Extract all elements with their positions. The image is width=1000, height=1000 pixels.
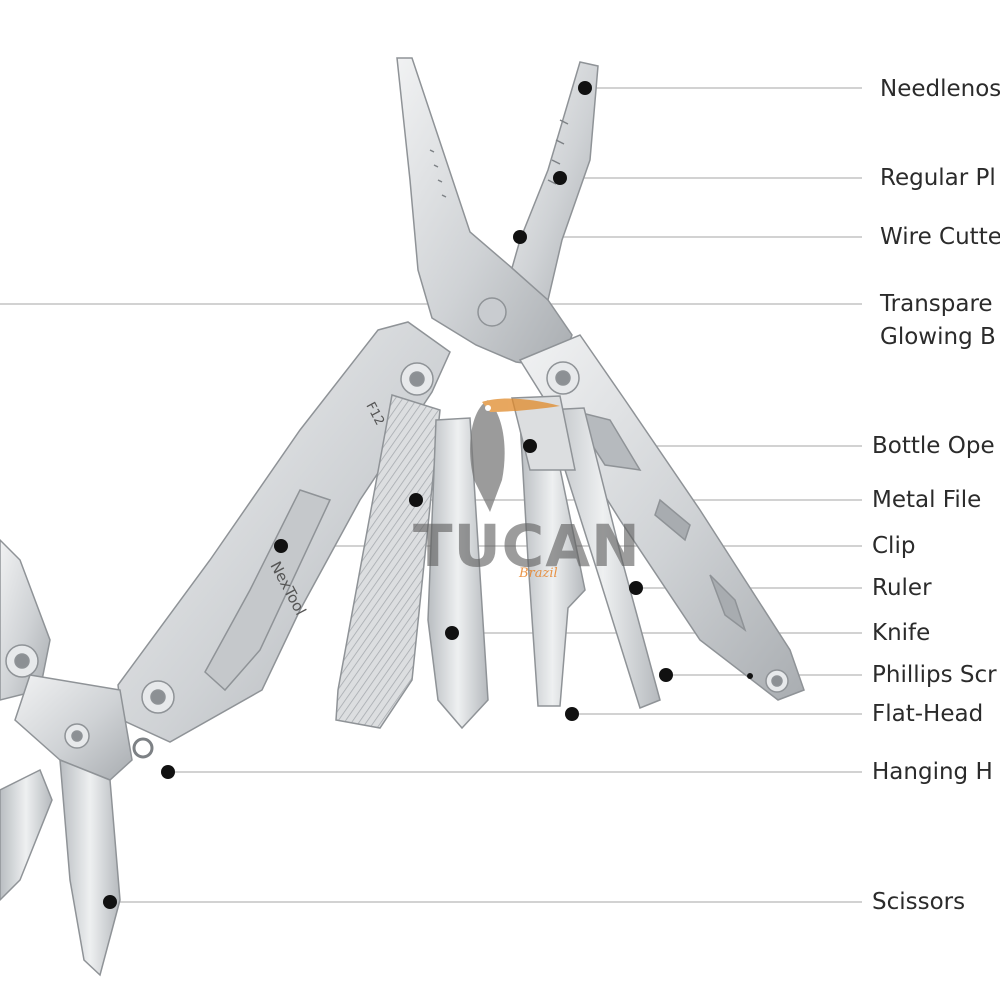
knife-blade bbox=[427, 417, 489, 730]
label-scissors: Scissors bbox=[872, 889, 966, 915]
label-transparent: Transpare bbox=[880, 291, 993, 317]
label-flat-head: Flat-Head bbox=[872, 701, 984, 727]
pliers-jaws bbox=[396, 57, 599, 369]
label-regular-pliers: Regular Pl bbox=[880, 165, 996, 191]
left-handle bbox=[117, 321, 451, 743]
label-knife: Knife bbox=[872, 620, 931, 646]
phillips-blade bbox=[544, 407, 661, 709]
label-clip: Clip bbox=[872, 533, 916, 559]
watermark-subtext: Brazil bbox=[519, 566, 558, 581]
label-bottle-opener: Bottle Ope bbox=[872, 433, 995, 459]
label-glowing: Glowing B bbox=[880, 324, 996, 350]
label-hanging-hole: Hanging H bbox=[872, 759, 993, 785]
metal-file-blade bbox=[335, 394, 441, 729]
tool-blades bbox=[335, 394, 661, 730]
label-wire-cutter: Wire Cutte bbox=[880, 224, 1000, 250]
label-ruler: Ruler bbox=[872, 575, 932, 601]
label-metal-file: Metal File bbox=[872, 487, 982, 513]
label-phillips: Phillips Scr bbox=[872, 662, 997, 688]
callout-dots bbox=[103, 81, 753, 909]
label-needlenose: Needlenose P bbox=[880, 76, 1000, 102]
scissors-section bbox=[0, 538, 154, 977]
watermark-text: TUCAN bbox=[413, 512, 641, 580]
toucan-watermark-icon bbox=[470, 398, 560, 512]
